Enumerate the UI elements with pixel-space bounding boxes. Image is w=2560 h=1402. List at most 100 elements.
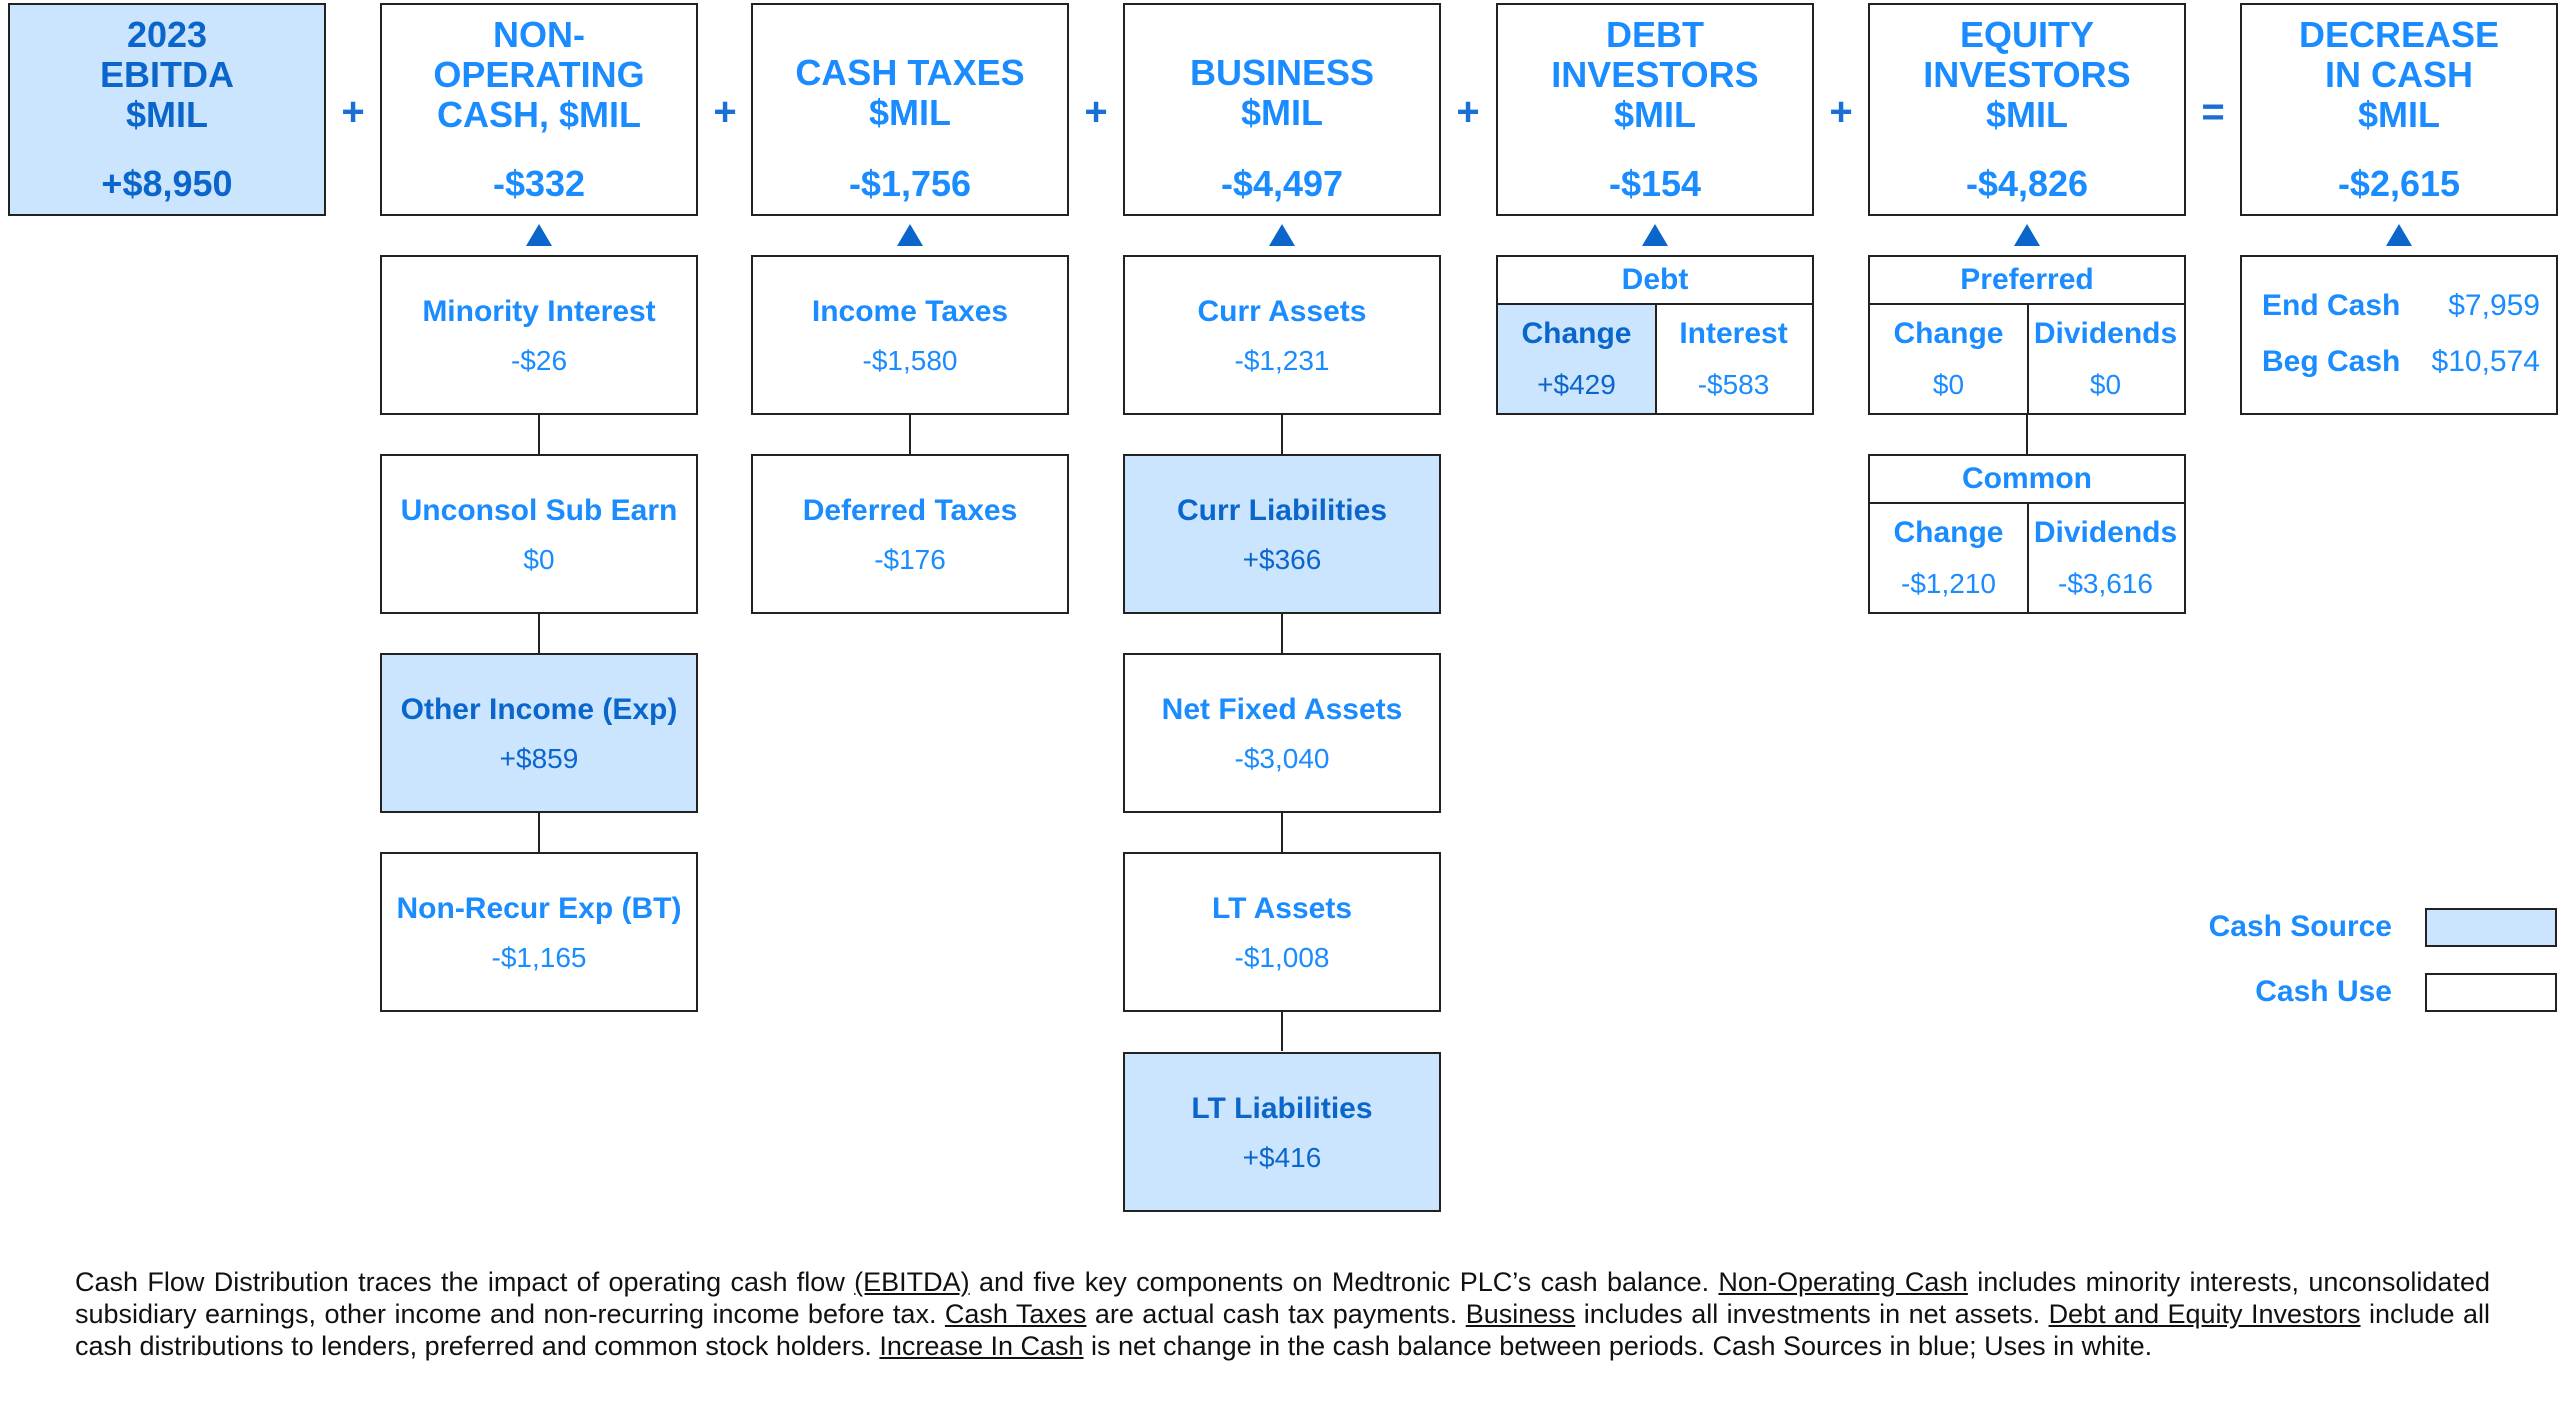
footer-term: Debt and Equity Investors <box>2048 1299 2361 1329</box>
footer-text: are actual cash tax payments. <box>1086 1299 1466 1329</box>
component-label: LT Assets <box>1211 892 1353 925</box>
component-label: Income Taxes <box>811 295 1009 328</box>
preferred-box-cell: Change $0 <box>1870 305 2029 413</box>
cell-value: -$583 <box>1697 369 1770 400</box>
arrow-up-icon <box>2386 224 2412 246</box>
footer-text: includes minority interests, unconsolida… <box>75 1267 2490 1329</box>
summary-title: 2023 EBITDA $MIL <box>100 14 234 135</box>
component-value: +$366 <box>1242 544 1322 575</box>
debt-box-cell: Change +$429 <box>1498 305 1657 413</box>
cell-label: Dividends <box>2033 516 2178 549</box>
component-box: Curr Liabilities+$366 <box>1123 454 1441 614</box>
component-value: -$3,040 <box>1234 743 1330 774</box>
cell-label: Change <box>1893 516 2004 549</box>
arrow-up-icon <box>1269 224 1295 246</box>
summary-value: -$154 <box>1608 163 1702 204</box>
footer-text: Cash Flow Distribution traces the impact… <box>75 1267 855 1297</box>
footer-description: Cash Flow Distribution traces the impact… <box>75 1266 2490 1362</box>
footer-term: Cash Taxes <box>944 1299 1087 1329</box>
component-value: -$1,008 <box>1234 942 1330 973</box>
component-box: Minority Interest -$26 <box>380 255 698 415</box>
legend-use-label: Cash Use <box>2255 975 2392 1008</box>
operator-sign: = <box>2201 90 2225 134</box>
component-box: LT Assets -$1,008 <box>1123 852 1441 1012</box>
summary-box: NON- OPERATING CASH, $MIL -$332 <box>380 3 698 216</box>
cell-value: -$1,210 <box>1901 568 1996 599</box>
summary-box: CASH TAXES $MIL-$1,756 <box>751 3 1069 216</box>
summary-title: DECREASE IN CASH $MIL <box>2298 14 2500 135</box>
summary-value: +$8,950 <box>101 163 233 204</box>
summary-value: -$4,826 <box>1965 163 2089 204</box>
preferred-box-header: Preferred <box>1870 257 2184 305</box>
component-label: Non-Recur Exp (BT) <box>396 892 682 925</box>
cash-row: Beg Cash $10,574 <box>2262 345 2540 379</box>
cell-label: Change <box>1893 317 2004 350</box>
cell-value: +$429 <box>1537 369 1616 400</box>
cash-label: Beg Cash <box>2262 345 2401 378</box>
arrow-up-icon <box>526 224 552 246</box>
component-label: Net Fixed Assets <box>1161 693 1403 726</box>
component-value: -$26 <box>510 345 568 376</box>
component-value: +$859 <box>499 743 579 774</box>
component-value: $0 <box>523 544 555 575</box>
footer-text: includes all investments in net assets. <box>1575 1299 2049 1329</box>
summary-value: -$2,615 <box>2337 163 2461 204</box>
connector-line <box>538 415 540 454</box>
footer-term: (EBITDA) <box>854 1267 970 1297</box>
component-box: Deferred Taxes-$176 <box>751 454 1069 614</box>
operator-sign: + <box>713 90 737 134</box>
component-label: Other Income (Exp) <box>400 693 678 726</box>
summary-value: -$332 <box>492 163 586 204</box>
cash-value: $10,574 <box>2431 345 2540 378</box>
component-label: LT Liabilities <box>1191 1092 1373 1125</box>
preferred-box-cell: Dividends $0 <box>2027 305 2184 413</box>
summary-title: DEBT INVESTORS $MIL <box>1551 14 1759 135</box>
operator-sign: + <box>1084 90 1108 134</box>
cell-label: Change <box>1521 317 1632 350</box>
common-box-cell: Change -$1,210 <box>1870 504 2029 612</box>
common-box-cell: Dividends -$3,616 <box>2027 504 2184 612</box>
cell-value: $0 <box>1932 369 1965 400</box>
connector-line <box>538 614 540 653</box>
debt-box-cell: Interest-$583 <box>1655 305 1812 413</box>
component-box: Unconsol Sub Earn$0 <box>380 454 698 614</box>
component-box: Other Income (Exp) +$859 <box>380 653 698 813</box>
connector-line <box>1281 614 1283 653</box>
summary-title: NON- OPERATING CASH, $MIL <box>433 14 645 135</box>
connector-line <box>1281 1012 1283 1051</box>
debt-box-header: Debt <box>1498 257 1812 305</box>
footer-text: include all cash distributions to lender… <box>75 1299 2490 1361</box>
component-value: -$1,580 <box>862 345 958 376</box>
component-box: Income Taxes -$1,580 <box>751 255 1069 415</box>
arrow-up-icon <box>2014 224 2040 246</box>
component-box: Curr Assets-$1,231 <box>1123 255 1441 415</box>
operator-sign: + <box>1829 90 1853 134</box>
summary-box: DEBT INVESTORS $MIL -$154 <box>1496 3 1814 216</box>
cell-label: Dividends <box>2033 317 2178 350</box>
summary-title: EQUITY INVESTORS $MIL <box>1923 14 2131 135</box>
component-box: Net Fixed Assets -$3,040 <box>1123 653 1441 813</box>
cash-value: $7,959 <box>2448 289 2540 322</box>
cash-row: End Cash $7,959 <box>2262 289 2540 323</box>
footer-text: is net change in the cash balance betwee… <box>1083 1331 2153 1361</box>
arrow-up-icon <box>897 224 923 246</box>
common-box-header: Common <box>1870 456 2184 504</box>
arrow-up-icon <box>1642 224 1668 246</box>
connector-line <box>1281 813 1283 852</box>
component-box: LT Liabilities+$416 <box>1123 1052 1441 1212</box>
legend-source-label: Cash Source <box>2208 910 2392 943</box>
component-label: Minority Interest <box>422 295 656 328</box>
summary-box: EQUITY INVESTORS $MIL -$4,826 <box>1868 3 2186 216</box>
connector-line <box>909 415 911 454</box>
cell-value: $0 <box>2089 369 2122 400</box>
connector-line <box>1281 415 1283 454</box>
component-value: -$1,165 <box>491 942 587 973</box>
summary-box: 2023 EBITDA $MIL +$8,950 <box>8 3 326 216</box>
summary-value: -$4,497 <box>1220 163 1344 204</box>
cash-label: End Cash <box>2262 289 2401 322</box>
operator-sign: + <box>341 90 365 134</box>
cell-value: -$3,616 <box>2058 568 2153 599</box>
